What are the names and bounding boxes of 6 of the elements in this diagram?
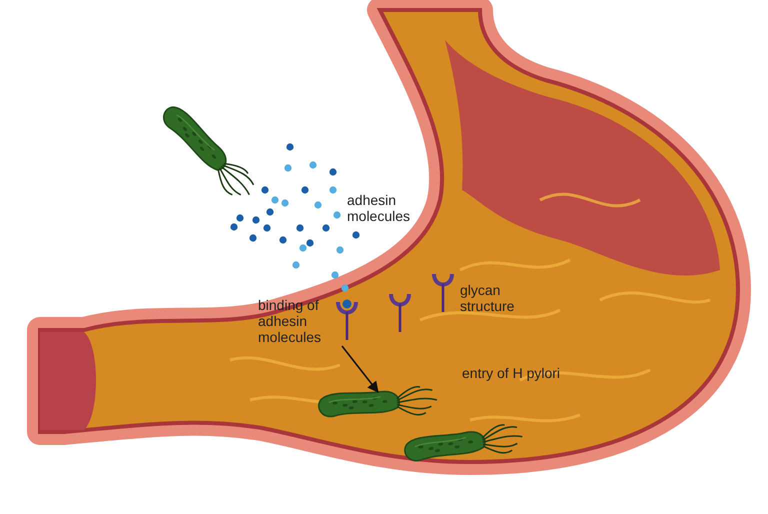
annotation-label: adhesin molecules	[347, 192, 412, 224]
annotation-label: binding of adhesin molecules	[258, 297, 342, 345]
annotation-label: entry of H pylori	[462, 365, 562, 381]
bacterium-drawing	[318, 386, 438, 418]
arrow	[341, 346, 379, 393]
annotation-label: glycan structure	[460, 282, 516, 314]
